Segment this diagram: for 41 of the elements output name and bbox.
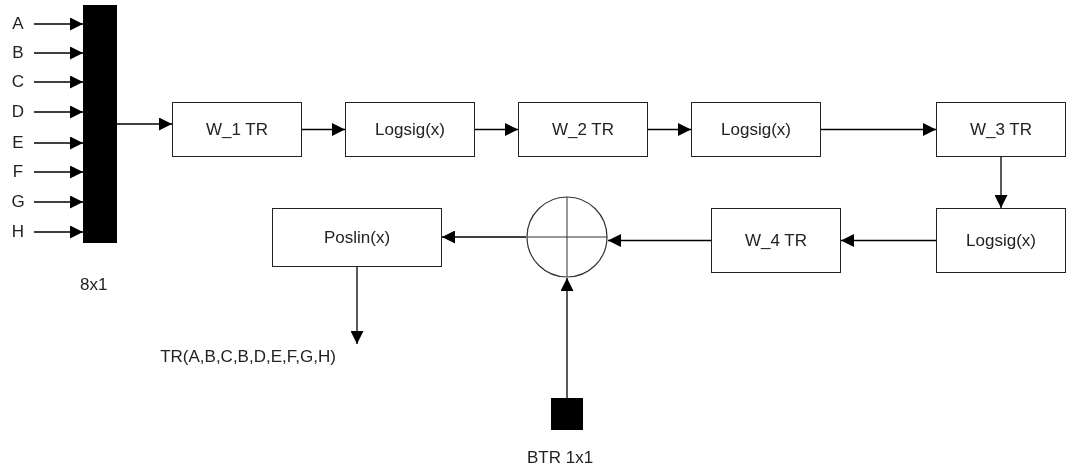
arrow: [33, 75, 84, 89]
input-label: D: [11, 102, 25, 122]
arrow: [820, 123, 937, 136]
input-label: F: [12, 162, 24, 182]
arrow: [560, 277, 574, 399]
arrow: [840, 234, 937, 247]
process-box: W_4 TR: [711, 208, 841, 273]
arrow: [33, 17, 84, 31]
process-box: Logsig(x): [345, 102, 475, 157]
process-box: Logsig(x): [936, 208, 1066, 273]
arrow: [350, 266, 364, 345]
size-label: BTR 1x1: [527, 448, 594, 468]
input-label: C: [11, 72, 25, 92]
process-box: W_1 TR: [172, 102, 302, 157]
arrow: [33, 195, 84, 209]
arrow: [607, 234, 712, 247]
arrow: [33, 165, 84, 179]
process-box: W_2 TR: [518, 102, 648, 157]
multiplexer-bar: [83, 5, 117, 243]
arrow: [33, 46, 84, 60]
arrow: [647, 123, 692, 136]
arrow: [994, 156, 1008, 209]
process-box: Poslin(x): [272, 208, 442, 267]
input-label: G: [11, 192, 25, 212]
arrow: [33, 136, 84, 150]
arrow: [33, 225, 84, 239]
arrow: [116, 117, 173, 131]
process-box: W_3 TR: [936, 102, 1066, 157]
arrow: [474, 123, 519, 136]
input-label: H: [11, 222, 25, 242]
input-label: E: [12, 133, 24, 153]
input-label: A: [12, 14, 24, 34]
bias-block: [551, 398, 583, 430]
output-label: TR(A,B,C,B,D,E,F,G,H): [160, 347, 336, 367]
size-label: 8x1: [80, 275, 108, 295]
summing-junction: [526, 196, 608, 278]
arrow: [441, 230, 527, 244]
process-box: Logsig(x): [691, 102, 821, 157]
input-label: B: [12, 43, 24, 63]
arrow: [33, 105, 84, 119]
arrow: [301, 123, 346, 136]
